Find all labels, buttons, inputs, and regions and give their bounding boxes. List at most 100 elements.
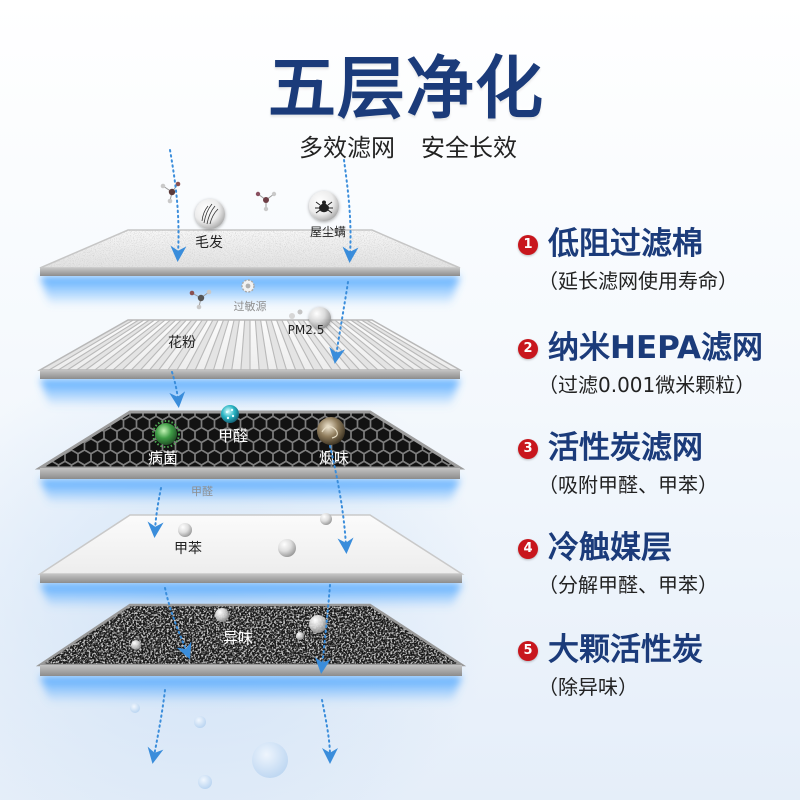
pleat-shade: [329, 320, 397, 370]
smoke-icon: [317, 417, 345, 445]
layer-3-edge: [40, 468, 460, 479]
layer-5-edge: [40, 665, 462, 676]
pleat-line: [94, 319, 161, 371]
filter-layer-2: [37, 319, 463, 379]
airflow-arrow-icon: [147, 487, 164, 538]
pleat-line: [67, 319, 145, 371]
pleat-line: [366, 319, 452, 371]
pleat-shade: [131, 320, 187, 370]
pleat-line: [57, 319, 139, 371]
pleat-shade: [222, 320, 240, 370]
pleat-shade: [240, 320, 250, 370]
bubble-icon: [130, 703, 288, 789]
pleat-shade: [276, 320, 305, 370]
label-pollen: 花粉: [168, 335, 196, 351]
pleat-shade: [265, 320, 287, 370]
airflow-arrow-icon: [342, 159, 359, 263]
layer-3-honeycomb: [40, 412, 460, 468]
page-title: 五层净化: [267, 50, 544, 129]
number-badge-icon: 3: [518, 439, 538, 459]
layer-name: 冷触媒层: [548, 530, 672, 566]
pleat-line: [103, 319, 166, 371]
label-allergen: 过敏源: [234, 299, 267, 313]
pleat-line: [265, 319, 278, 371]
pleat-line: [355, 319, 433, 371]
layer-description: （延长滤网使用寿命）: [538, 269, 738, 293]
filter-layer-4: [37, 514, 465, 583]
layer-4-glow: [40, 583, 462, 608]
pleat-shade: [186, 320, 219, 370]
layer-name: 活性炭滤网: [548, 430, 703, 466]
label-pm25: PM2.5: [288, 323, 325, 337]
layer-labels: 毛发 屋尘螨 过敏源 花粉 PM2.5 甲醛 病菌 烟味 甲醛 甲苯 异味: [148, 225, 349, 647]
layer-2-glow: [40, 379, 460, 407]
pleat-shade: [287, 320, 324, 370]
label-bacteria: 病菌: [148, 449, 178, 467]
pleat-line: [281, 319, 306, 371]
page-subtitle: 多效滤网安全长效: [0, 132, 800, 164]
molecule-icon: [255, 191, 277, 212]
layer-name: 低阻过滤棉: [548, 226, 703, 262]
airflow-arrow-icon: [164, 587, 192, 660]
pleat-line: [329, 319, 388, 371]
pleat-line: [48, 319, 134, 371]
pleat-shade: [94, 320, 166, 370]
layer-name: 大颗活性炭: [548, 632, 703, 668]
layer-3-glow: [40, 479, 460, 504]
pleat-line: [85, 319, 155, 371]
particle-icons: [130, 181, 345, 789]
airflow-arrow-icon: [169, 149, 187, 262]
allergen-icon: [241, 279, 255, 293]
pleat-line: [339, 319, 406, 371]
layer-glows: [40, 276, 462, 703]
pleat-line: [76, 319, 150, 371]
layer-4-top-face: [37, 514, 465, 575]
pleat-line: [149, 319, 193, 371]
hair-icon: [195, 199, 225, 229]
pleat-shade: [318, 320, 378, 370]
formaldehyde-icon: [221, 405, 239, 423]
label-smoke: 烟味: [319, 449, 349, 467]
pleat-line: [361, 319, 443, 371]
label-odor: 异味: [223, 629, 253, 647]
dust-mite-icon: [309, 191, 339, 221]
pleat-line: [112, 319, 171, 371]
number-badge-icon: 5: [518, 641, 538, 661]
bubble-icon: [131, 608, 327, 650]
pleat-shade: [58, 320, 144, 370]
filter-layer-1: [39, 229, 461, 276]
pleat-shade: [308, 320, 360, 370]
bacteria-icon: [152, 420, 180, 448]
pleat-line: [323, 319, 379, 371]
number-badge-icon: 2: [518, 339, 538, 359]
pleat-line: [345, 319, 415, 371]
pleat-line: [334, 319, 397, 371]
airflow-arrow-icon: [329, 281, 349, 364]
airflow-arrow-icon: [147, 689, 166, 764]
pleat-line: [185, 319, 214, 371]
molecule-icon: [289, 309, 303, 319]
pleat-line: [291, 319, 324, 371]
layer-1-texture: [40, 230, 460, 268]
airflow-arrow-icon: [169, 371, 186, 408]
pleat-line: [318, 319, 370, 371]
label-hair: 毛发: [195, 235, 223, 251]
pleat-line: [158, 319, 198, 371]
pleat-line: [297, 319, 333, 371]
pleat-line: [286, 319, 315, 371]
filter-layer-3: [34, 410, 466, 479]
pleat-shade: [76, 320, 155, 370]
layer-4-edge: [40, 574, 462, 583]
layer-name: 纳米HEPA滤网: [548, 330, 763, 366]
pleat-line: [276, 319, 297, 371]
layer-2-edge: [40, 370, 460, 379]
label-dust-mite: 屋尘螨: [310, 225, 346, 239]
pleat-shade: [204, 320, 229, 370]
pleat-line: [222, 319, 235, 371]
subtitle-left: 多效滤网: [299, 134, 395, 162]
label-formaldehyde: 甲醛: [218, 427, 248, 445]
pleat-line: [194, 319, 219, 371]
label-formaldehyde-below: 甲醛: [191, 484, 213, 498]
